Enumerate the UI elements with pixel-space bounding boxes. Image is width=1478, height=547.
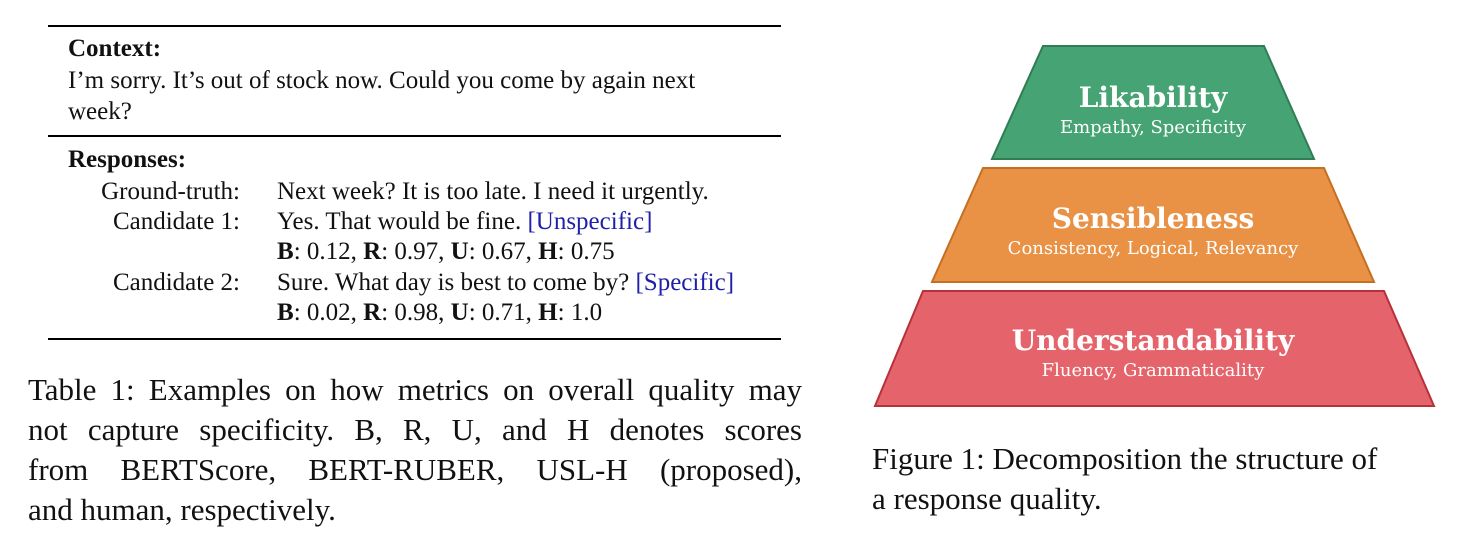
candidate-2-response: Sure. What day is best to come by? [Spec…	[277, 268, 734, 298]
context-heading: Context:	[68, 35, 162, 62]
table-caption: Table 1: Examples on how metrics on over…	[28, 370, 802, 530]
score-val-r: : 0.97,	[381, 238, 451, 265]
figure-caption-line: Figure 1: Decomposition the structure of	[872, 441, 1378, 476]
score-key-r: R	[363, 299, 382, 326]
score-val-b: : 0.12,	[293, 238, 364, 265]
ground-truth-label: Ground-truth:	[101, 178, 240, 205]
table-top-rule	[48, 25, 781, 27]
candidate-1-tag: [Unspecific]	[527, 208, 653, 235]
score-key-b: B	[277, 238, 294, 265]
score-val-h: : 1.0	[557, 299, 603, 326]
responses-heading: Responses:	[68, 146, 187, 173]
pyramid-top-trapezoid	[990, 45, 1316, 160]
pyramid-middle-trapezoid	[930, 167, 1376, 283]
context-text-line1: I’m sorry. It’s out of stock now. Could …	[68, 67, 696, 94]
candidate-2-text: Sure. What day is best to come by?	[277, 269, 630, 296]
score-key-u: U	[450, 299, 469, 326]
table-caption-line: and human, respectively.	[28, 492, 336, 527]
table-mid-rule	[48, 135, 781, 137]
candidate-2-tag: [Specific]	[635, 269, 735, 296]
figure-caption: Figure 1: Decomposition the structure of…	[872, 439, 1438, 519]
context-text-line2: week?	[68, 98, 132, 125]
candidate-1-scores: B: 0.12, R: 0.97, U: 0.67, H: 0.75	[277, 237, 615, 267]
pyramid-level-understandability: Understandability Fluency, Grammaticalit…	[873, 290, 1436, 407]
understandability-title: Understandability	[1012, 324, 1295, 357]
pyramid-level-sensibleness: Sensibleness Consistency, Logical, Relev…	[930, 167, 1376, 283]
understandability-subtitle: Fluency, Grammaticality	[1042, 360, 1266, 381]
score-key-r: R	[363, 238, 382, 265]
pyramid-level-likability: Likability Empathy, Specificity	[990, 45, 1316, 160]
score-key-h: H	[538, 238, 558, 265]
score-val-h: : 0.75	[557, 238, 615, 265]
candidate-1-text: Yes. That would be fine.	[277, 208, 522, 235]
figure-caption-line: a response quality.	[872, 481, 1102, 516]
score-val-r: : 0.98,	[381, 299, 451, 326]
score-key-u: U	[450, 238, 469, 265]
sensibleness-subtitle: Consistency, Logical, Relevancy	[1008, 238, 1299, 259]
table-caption-line: from BERTScore, BERT-RUBER, USL-H (propo…	[28, 452, 802, 487]
likability-subtitle: Empathy, Specificity	[1060, 117, 1247, 138]
score-val-u: : 0.67,	[468, 238, 539, 265]
table-bottom-rule	[48, 338, 781, 340]
sensibleness-title: Sensibleness	[1052, 202, 1255, 235]
ground-truth-text: Next week? It is too late. I need it urg…	[277, 178, 709, 205]
candidate-1-response: Yes. That would be fine. [Unspecific]	[277, 207, 652, 237]
score-val-u: : 0.71,	[468, 299, 539, 326]
likability-title: Likability	[1079, 81, 1228, 114]
candidate-1-label: Candidate 1:	[112, 208, 240, 235]
table-caption-line: not capture specificity. B, R, U, and H …	[28, 412, 802, 447]
table-caption-line: Table 1: Examples on how metrics on over…	[28, 372, 802, 407]
candidate-2-scores: B: 0.02, R: 0.98, U: 0.71, H: 1.0	[277, 298, 602, 328]
score-val-b: : 0.02,	[293, 299, 364, 326]
score-key-b: B	[277, 299, 294, 326]
candidate-2-label: Candidate 2:	[112, 269, 240, 296]
score-key-h: H	[538, 299, 558, 326]
pyramid-bottom-trapezoid	[873, 290, 1436, 407]
